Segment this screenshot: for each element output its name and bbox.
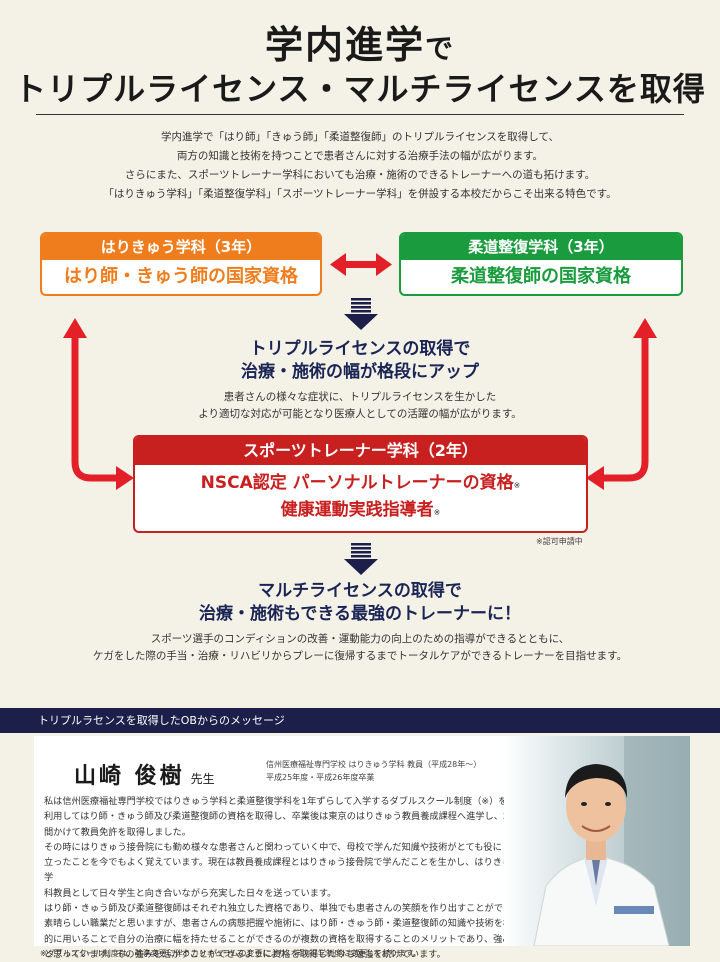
flow-arrows: [63, 253, 657, 575]
message-line: 素晴らしい職業だと思いますが、患者さんの病態把握や施術に、はり師・きゅう師・柔道…: [44, 918, 522, 930]
intro-line: 両方の知識と技術を持つことで患者さんに対する治療手法の幅が広がります。: [176, 150, 544, 162]
double-arrow-horizontal: [330, 253, 392, 276]
triple-license-text-2: より適切な対応が可能となり医療人としての活躍の幅が広がります。: [198, 408, 522, 420]
harikyu-course-head: はりきゅう学科（3年）: [42, 234, 320, 260]
triple-license-heading-1: トリプルライセンスの取得で: [249, 339, 471, 359]
message-line: 私は信州医療福祉専門学校ではりきゅう学科と柔道整復学科を1年ずらして入学するダブ…: [44, 796, 508, 807]
multi-license-heading-2: 治療・施術もできる最強のトレーナーに！: [199, 604, 521, 624]
multi-license-text-1: スポーツ選手のコンディションの改善・運動能力の向上のための指導ができるとともに、: [150, 633, 570, 645]
teacher-name: 山崎 俊樹先生: [74, 758, 215, 790]
message-line: 利用してはり師・きゅう師及び柔道整復師の資格を取得し、卒業後は東京のはりきゅう教…: [44, 811, 518, 823]
down-arrow-1: [344, 298, 378, 330]
sports-trainer-course-box: スポーツトレーナー学科（2年） NSCA認定 パーソナルトレーナーの資格※ 健康…: [133, 435, 588, 533]
teacher-title: 先生: [190, 772, 215, 786]
teacher-photo: [504, 736, 690, 946]
harikyu-course-license: はり師・きゅう師の国家資格: [64, 266, 298, 287]
teacher-affiliation-1: 信州医療福祉専門学校 はりきゅう学科 教員（平成28年〜）: [266, 760, 482, 769]
multi-license-heading-1: マルチライセンスの取得で: [258, 581, 462, 601]
left-connector-arrow: [63, 318, 134, 490]
multi-license-text-2: ケガをした際の手当・治療・リハビリからプレーに復帰するまでトータルケアができるト…: [92, 650, 628, 662]
teacher-affiliation: 信州医療福祉専門学校 はりきゅう学科 教員（平成28年〜） 平成25年度・平成2…: [266, 758, 481, 784]
message-line: 的に用いることで自分の治療に幅を持たせることができるのが複数の資格を取得すること…: [44, 933, 521, 945]
intro-line: 学内進学で「はり師」「きゅう師」「柔道整復師」のトリプルライセンスを取得して、: [161, 131, 559, 143]
page-subtitle: トリプルライセンス・マルチライセンスを取得: [14, 70, 706, 108]
message-line: はり師・きゅう師及び柔道整復師はそれぞれ独立した資格であり、単独でも患者さんの笑…: [44, 903, 522, 915]
down-arrow-2: [344, 543, 378, 575]
pending-approval-note: ※認可申請中: [536, 537, 583, 546]
double-school-footnote: ※ダブルスクール制度は、基準変更に伴うカリキュラムの変更により、学内進学制度に変…: [40, 949, 421, 958]
right-connector-arrow: [586, 318, 657, 490]
judo-course-license: 柔道整復師の国家資格: [451, 266, 631, 287]
ob-message-band: トリプルラセンスを取得したOBからのメッセージ: [0, 708, 720, 733]
message-line: 科教員として日々学生と向き合いながら充実した日々を送っています。: [44, 887, 337, 899]
judo-course-box: 柔道整復学科（3年） 柔道整復師の国家資格: [399, 232, 683, 296]
teacher-affiliation-2: 平成25年度・平成26年度卒業: [266, 773, 375, 782]
page-title: 学内進学で: [0, 14, 720, 69]
nsca-license: NSCA認定 パーソナルトレーナーの資格: [200, 473, 514, 493]
health-note-mark: ※: [433, 508, 441, 517]
nsca-note-mark: ※: [513, 481, 521, 490]
health-instructor-line: 健康運動実践指導者※: [135, 498, 586, 525]
health-exercise-license: 健康運動実践指導者: [280, 500, 434, 520]
intro-text: 学内進学で「はり師」「きゅう師」「柔道整復師」のトリプルライセンスを取得して、 …: [40, 128, 680, 204]
teacher-name-text: 山崎 俊樹: [74, 763, 185, 789]
sports-trainer-course-head: スポーツトレーナー学科（2年）: [135, 437, 586, 465]
triple-license-text-1: 患者さんの様々な症状に、トリプルライセンスを生かした: [223, 391, 497, 403]
intro-line: さらにまた、スポーツトレーナー学科においても治療・施術のできるトレーナーへの道も…: [124, 169, 596, 181]
message-line: その時にはりきゅう接骨院にも勤め様々な患者さんと関わっていく中で、母校で学んだ知…: [44, 841, 502, 853]
harikyu-course-box: はりきゅう学科（3年） はり師・きゅう師の国家資格: [40, 232, 322, 296]
message-line: 立ったことを今でもよく覚えています。現在は教員養成課程とはりきゅう接骨院で学んだ…: [44, 857, 521, 884]
teacher-message: 私は信州医療福祉専門学校ではりきゅう学科と柔道整復学科を1年ずらして入学するダブ…: [44, 794, 524, 962]
message-line: 間かけて教員免許を取得しました。: [44, 826, 191, 838]
page-title-suffix: で: [425, 32, 456, 65]
message-line: と思っています。その強みを活かすことができるように資格を取得した今も勉強を続けて…: [44, 948, 446, 960]
ob-message-panel: 山崎 俊樹先生 信州医療福祉専門学校 はりきゅう学科 教員（平成28年〜） 平成…: [34, 736, 690, 960]
judo-course-head: 柔道整復学科（3年）: [401, 234, 681, 260]
triple-license-heading-2: 治療・施術の幅が格段にアップ: [241, 362, 479, 382]
title-divider: [36, 114, 684, 115]
nsca-license-line: NSCA認定 パーソナルトレーナーの資格※: [135, 471, 586, 498]
page-title-main: 学内進学: [264, 22, 425, 67]
intro-line: 「はりきゅう学科」「柔道整復学科」「スポーツトレーナー学科」を併設する本校だから…: [103, 188, 617, 200]
